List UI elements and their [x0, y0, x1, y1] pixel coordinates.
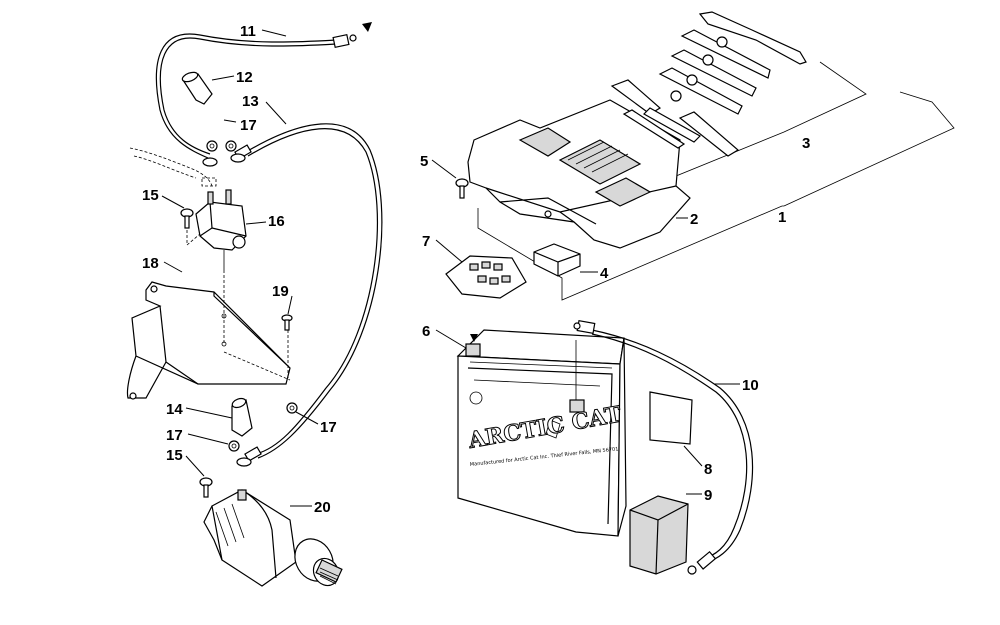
boot-12	[181, 71, 213, 105]
callout-20: 20	[290, 499, 331, 516]
arrow-marker-6	[470, 334, 478, 342]
screw-15-upper	[180, 208, 201, 246]
svg-text:3: 3	[802, 135, 810, 152]
group-line-3	[675, 61, 867, 177]
svg-text:10: 10	[742, 377, 759, 394]
foam-block-9	[629, 495, 689, 575]
starter-motor-20	[203, 489, 343, 587]
group-line-1	[477, 205, 784, 301]
callout-17-lower: 17	[166, 427, 229, 445]
starter-solenoid-16	[195, 189, 247, 270]
battery-6: ARCTIC CAT Manufactured for Arctic Cat I…	[456, 329, 627, 537]
callout-19: 19	[272, 283, 293, 315]
svg-text:6: 6	[422, 323, 430, 340]
svg-text:20: 20	[314, 499, 331, 516]
callout-15-lower: 15	[166, 447, 205, 477]
svg-text:5: 5	[420, 153, 428, 170]
svg-text:19: 19	[272, 283, 289, 300]
svg-text:18: 18	[142, 255, 159, 272]
callout-5: 5	[420, 153, 457, 179]
callout-12: 12	[211, 69, 253, 86]
svg-text:15: 15	[142, 187, 159, 204]
screw-19	[281, 314, 293, 331]
callout-2: 2	[676, 211, 698, 228]
callout-1: 1	[778, 209, 786, 226]
svg-text:4: 4	[600, 265, 609, 282]
callout-18: 18	[142, 255, 183, 273]
callout-17-upper: 17	[223, 117, 257, 134]
nut-17-a	[206, 140, 218, 152]
svg-text:17: 17	[320, 419, 337, 436]
battery-label-8	[649, 391, 693, 445]
svg-text:13: 13	[242, 93, 259, 110]
cable-10	[573, 319, 754, 575]
wire-harness	[129, 147, 213, 187]
fuse-card-7	[445, 255, 527, 299]
svg-text:12: 12	[236, 69, 253, 86]
screw-15-lower	[199, 477, 213, 498]
callout-8: 8	[683, 445, 712, 478]
svg-text:7: 7	[422, 233, 430, 250]
boot-14	[231, 397, 253, 437]
arrow-marker	[362, 22, 372, 32]
svg-text:9: 9	[704, 487, 712, 504]
svg-text:11: 11	[240, 23, 256, 40]
group-line-1-top	[783, 91, 955, 207]
callout-11: 11	[240, 23, 287, 40]
nut-17-d	[228, 440, 240, 452]
tool-tray-2	[467, 99, 691, 249]
svg-text:1: 1	[778, 209, 786, 226]
callout-14: 14	[166, 401, 233, 419]
callout-9: 9	[686, 487, 712, 504]
callout-13: 13	[242, 93, 287, 125]
svg-text:8: 8	[704, 461, 712, 478]
svg-text:16: 16	[268, 213, 285, 230]
nut-17-c	[286, 402, 298, 414]
callout-10: 10	[714, 377, 759, 394]
callout-16: 16	[245, 213, 285, 230]
callout-7: 7	[422, 233, 463, 263]
callout-4: 4	[580, 265, 609, 282]
nut-17-b	[225, 140, 237, 152]
svg-text:2: 2	[690, 211, 698, 228]
mounting-bracket-18	[126, 270, 291, 400]
svg-text:14: 14	[166, 401, 183, 418]
callout-3: 3	[802, 135, 810, 152]
foam-pad-4	[533, 243, 581, 277]
callout-6: 6	[422, 323, 467, 349]
callout-17-right: 17	[295, 411, 337, 436]
svg-text:15: 15	[166, 447, 183, 464]
cable-11	[155, 22, 372, 159]
callout-15-upper: 15	[142, 187, 185, 209]
tool-kit-3	[610, 11, 807, 157]
cable-13	[234, 123, 383, 462]
svg-text:17: 17	[166, 427, 183, 444]
screw-5	[455, 178, 469, 199]
svg-text:17: 17	[240, 117, 257, 134]
